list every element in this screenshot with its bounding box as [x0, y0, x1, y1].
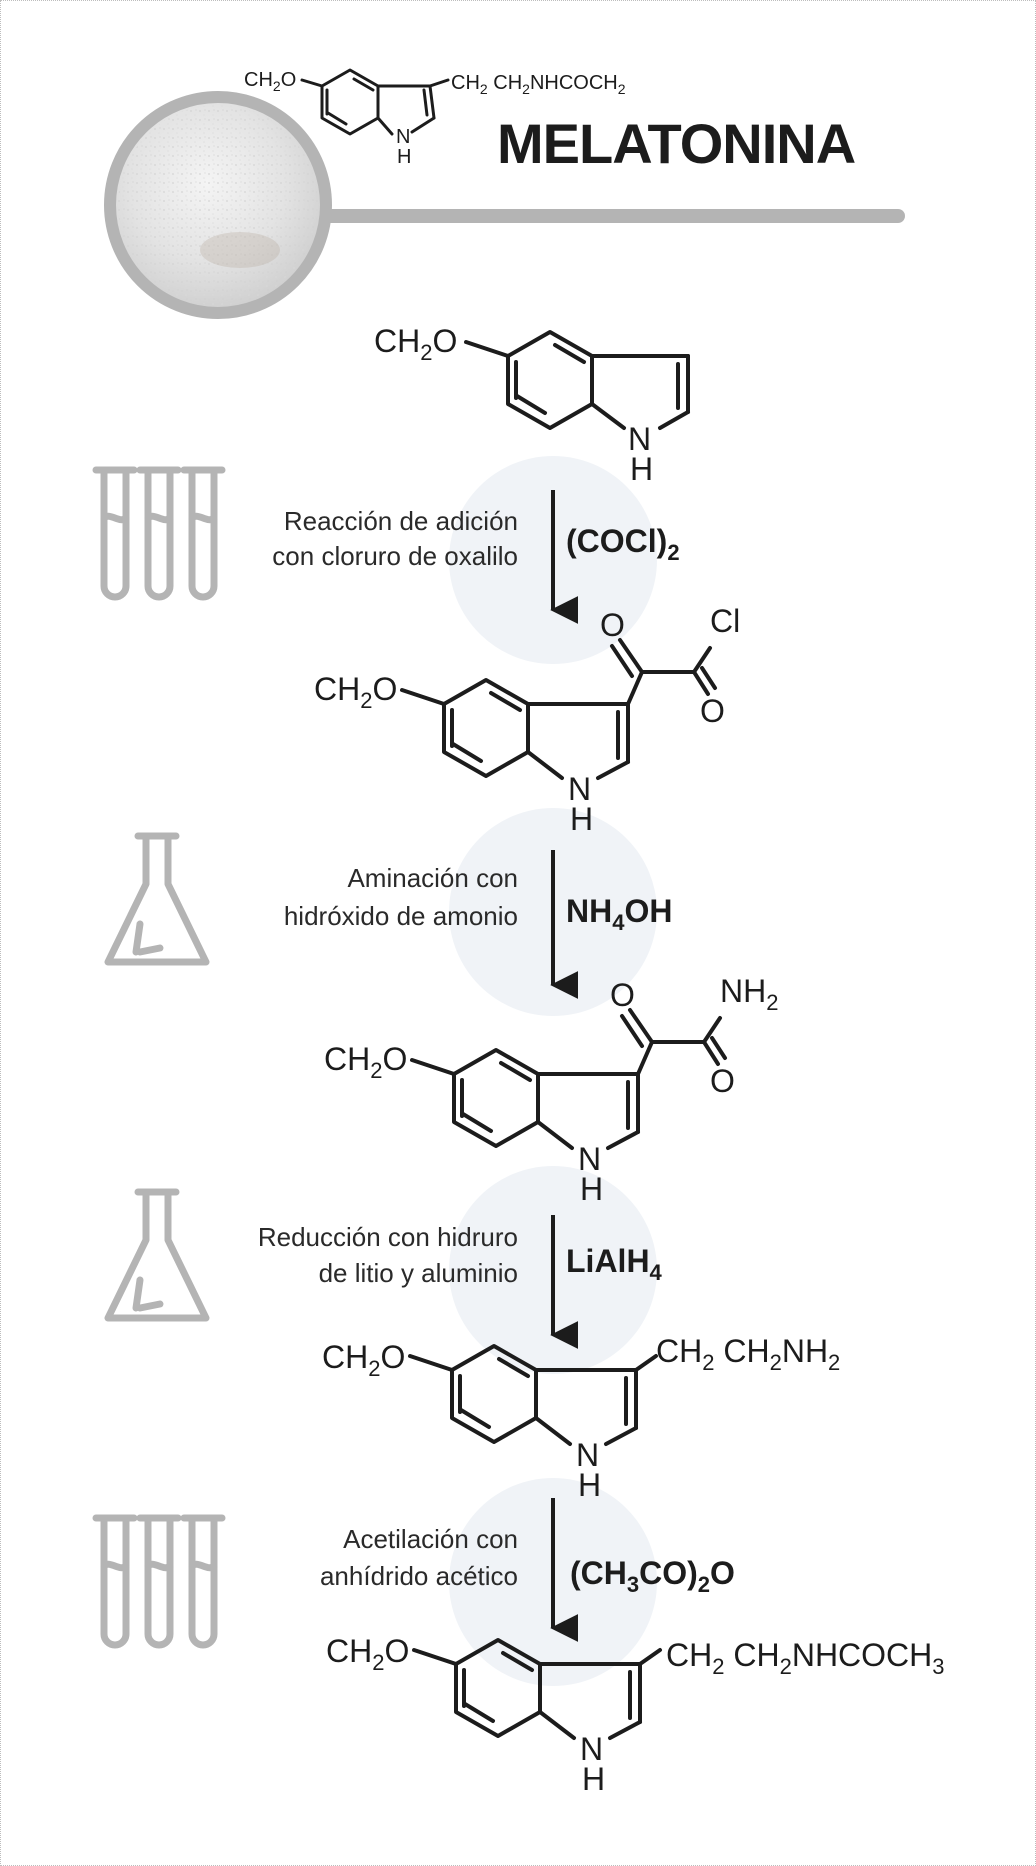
header-bar — [300, 209, 905, 223]
mol1-h: H — [630, 451, 653, 487]
step-2-line2: hidróxido de amonio — [284, 901, 518, 931]
mol3-ch2o: CH2O — [324, 1041, 407, 1083]
mol5-n: N — [580, 1731, 603, 1767]
mol2-o-bottom: O — [700, 693, 725, 729]
step-4-reagent: (CH3CO)2O — [570, 1555, 735, 1597]
test-tubes-icon — [92, 466, 226, 601]
mol4-n: N — [576, 1437, 599, 1473]
powder-shadow — [200, 232, 280, 268]
header-ch2o: CH2O — [244, 69, 296, 94]
step-3: Reducción con hidruro de litio y alumini… — [258, 1222, 663, 1288]
molecule-5: CH2O CH2 CH2NHCOCH3 N H — [326, 1633, 945, 1797]
mol2-cl: Cl — [710, 603, 740, 639]
step-2-line1: Aminación con — [347, 863, 518, 893]
mol4-chain: CH2 CH2NH2 — [656, 1333, 840, 1375]
step-1: Reacción de adición con cloruro de oxali… — [272, 506, 679, 571]
mol3-o-top: O — [610, 977, 635, 1013]
mol5-chain: CH2 CH2NHCOCH3 — [666, 1637, 945, 1679]
mol1-ch2o: CH2O — [374, 323, 457, 365]
mol4-ch2o: CH2O — [322, 1339, 405, 1381]
flask-icon — [104, 1188, 210, 1322]
step-3-line2: de litio y aluminio — [319, 1258, 518, 1288]
mol2-n: N — [568, 771, 591, 807]
test-tubes-icon — [92, 1514, 226, 1649]
flask-icon — [104, 832, 210, 966]
step-4-line1: Acetilación con — [343, 1524, 518, 1554]
header-chain: CH2 CH2NHCOCH2 — [451, 72, 626, 97]
page-title: MELATONINA — [497, 112, 855, 175]
powder-texture — [118, 105, 318, 305]
step-3-reagent: LiAlH4 — [566, 1243, 663, 1285]
mol4-h: H — [578, 1467, 601, 1503]
molecule-1: CH2O N H — [374, 323, 690, 487]
molecule-2: CH2O O Cl O N H — [314, 603, 740, 837]
header-n: N — [396, 126, 410, 148]
mol2-h: H — [570, 801, 593, 837]
mol2-o-top: O — [600, 607, 625, 643]
header: CH2O CH2 CH2NHCOCH2 N H MELATONINA — [104, 68, 905, 319]
molecule-4: CH2O CH2 CH2NH2 N H — [322, 1333, 840, 1503]
mol3-n: N — [578, 1141, 601, 1177]
molecule-3: CH2O O NH2 O N H — [324, 973, 778, 1207]
step-4-line2: anhídrido acético — [320, 1561, 518, 1591]
header-molecule: CH2O CH2 CH2NHCOCH2 N H — [244, 68, 626, 168]
mol3-o-bottom: O — [710, 1063, 735, 1099]
step-3-line1: Reducción con hidruro — [258, 1222, 518, 1252]
step-4: Acetilación con anhídrido acético (CH3CO… — [320, 1524, 735, 1597]
step-2: Aminación con hidróxido de amonio NH4OH — [284, 863, 673, 935]
mol3-nh2: NH2 — [720, 973, 778, 1015]
step-1-line2: con cloruro de oxalilo — [272, 541, 518, 571]
mol5-h: H — [582, 1761, 605, 1797]
step-1-reagent: (COCl)2 — [566, 523, 680, 565]
header-h: H — [397, 146, 411, 168]
mol2-ch2o: CH2O — [314, 671, 397, 713]
mol3-h: H — [580, 1171, 603, 1207]
mol5-ch2o: CH2O — [326, 1633, 409, 1675]
step-2-reagent: NH4OH — [566, 893, 672, 935]
step-1-line1: Reacción de adición — [284, 506, 518, 536]
mol1-n: N — [628, 421, 651, 457]
